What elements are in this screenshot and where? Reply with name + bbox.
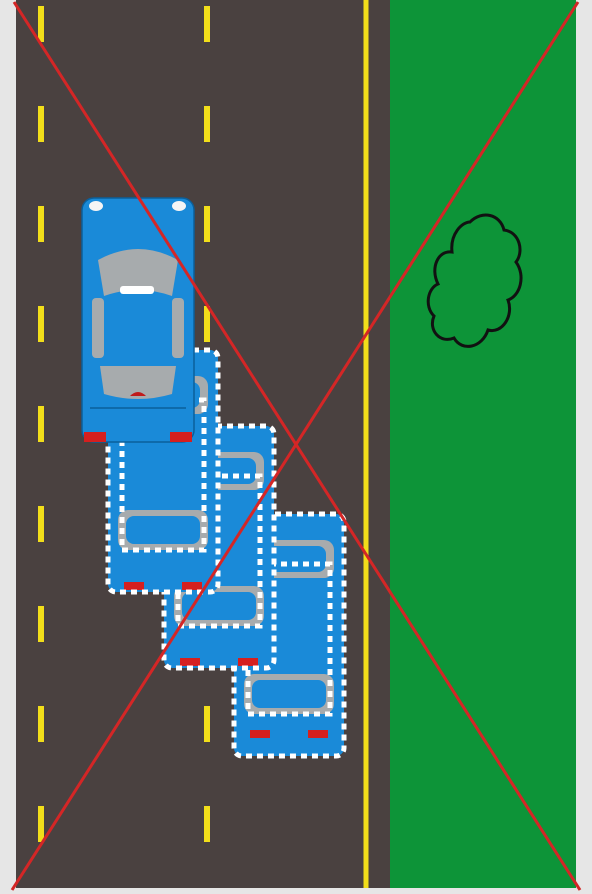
car-main xyxy=(82,198,194,442)
grass-area xyxy=(390,0,576,888)
